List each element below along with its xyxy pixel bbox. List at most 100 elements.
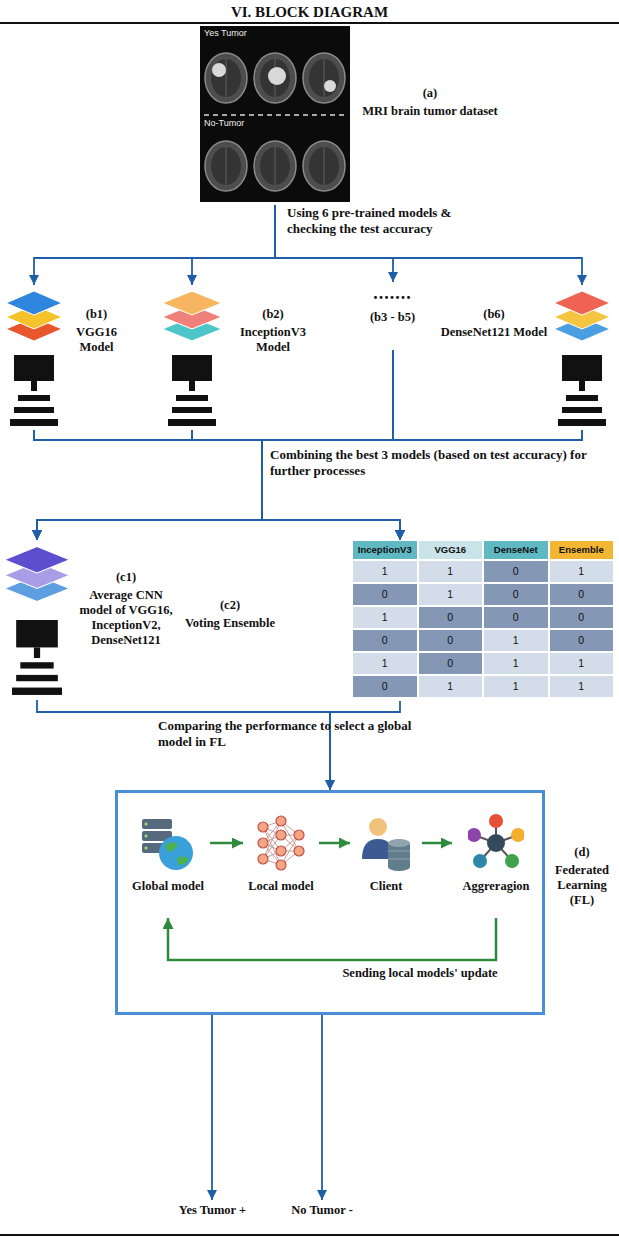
flow-arrow [211, 1015, 213, 1200]
table-cell: 1 [352, 652, 418, 675]
table-cell: 1 [352, 606, 418, 629]
flow-arrow [34, 430, 400, 540]
table-header-cell: DenseNet [483, 540, 549, 560]
icon-part [212, 63, 226, 77]
image-label: Yes Tumor [204, 28, 247, 39]
node-text: DenseNet121 Model [440, 325, 548, 340]
icon-part [260, 147, 290, 185]
node-heading: (b2) [228, 307, 318, 322]
icon-part [260, 59, 290, 97]
table-cell: 1 [418, 560, 484, 583]
diagram-title: VI. BLOCK DIAGRAM [0, 3, 619, 21]
voting-node: (c2)Voting EnsembleInceptionV3VGG16Dense… [180, 540, 616, 701]
icon-part [303, 53, 345, 103]
output-node: Yes Tumor + [160, 1200, 265, 1222]
icon-part [254, 141, 296, 191]
model-node: (b2) InceptionV3 Model [158, 285, 318, 430]
federated-learning-region: (d)Federated Learning (FL)Global modelLo… [115, 790, 545, 1015]
node-heading: (b6) [440, 307, 548, 322]
icon-part [558, 419, 606, 426]
table-cell: 0 [418, 652, 484, 675]
fl-step: Global model [126, 813, 210, 918]
icon-part [358, 813, 414, 873]
flow-note: Using 6 pre-trained models & checking th… [287, 205, 502, 237]
neural-net-icon [253, 813, 309, 873]
icon-part [303, 141, 345, 191]
table-cell: 1 [418, 675, 484, 698]
table-cell: 0 [418, 606, 484, 629]
ensemble-model-node: (c1)Average CNN model of VGG16, Inceptio… [2, 540, 178, 700]
icon-part [309, 59, 339, 97]
icon-part [211, 59, 241, 97]
computer-icon [12, 620, 62, 696]
node-heading: (c2) [180, 598, 280, 613]
layers-icon [2, 540, 72, 606]
icon-part [489, 814, 503, 828]
flow-arrow [262, 430, 582, 540]
icon-part [211, 147, 241, 185]
icon-part [275, 146, 276, 186]
icon-part [168, 355, 216, 427]
table-cell: 0 [352, 583, 418, 606]
dataset-node: (a)MRI brain tumor datasetYes TumorNo-Tu… [200, 26, 505, 205]
table-cell: 1 [549, 652, 615, 675]
icon-part [388, 839, 410, 847]
icon-part [487, 834, 505, 852]
icon-part [579, 381, 585, 391]
icon-part [145, 835, 148, 838]
icon-part [294, 830, 304, 840]
flow-arrow [37, 430, 262, 540]
fl-step: Local model [243, 813, 319, 918]
icon-part [205, 53, 247, 103]
icon-part [140, 813, 196, 873]
table-cell: 0 [549, 629, 615, 652]
node-heading: (b1) [64, 307, 129, 322]
mri-illustration [200, 26, 350, 202]
flow-arrow [192, 430, 400, 540]
flow-arrow [321, 1015, 323, 1200]
node-heading: ....... [345, 284, 440, 302]
computer-icon [10, 355, 58, 427]
icon-part [324, 80, 336, 92]
icon-part [369, 818, 387, 836]
node-text: Client [350, 879, 422, 894]
flow-arrow [34, 430, 262, 540]
top-rule [0, 22, 619, 24]
icon-part [168, 419, 216, 426]
icon-part [566, 395, 598, 401]
icon-part [511, 828, 524, 842]
icon-part [31, 381, 37, 391]
icon-part [200, 26, 350, 202]
table-header-cell: InceptionV3 [352, 540, 418, 560]
fl-flow-arrow [210, 842, 243, 845]
node-text: (b3 - b5) [345, 310, 440, 325]
icon-part [200, 26, 350, 202]
table-cell: 1 [483, 675, 549, 698]
icon-part [165, 842, 189, 865]
icon-part [258, 838, 268, 848]
icon-part [309, 147, 339, 185]
flow-arrow [34, 205, 275, 285]
icon-part [6, 291, 62, 315]
icon-part [145, 823, 148, 826]
icon-part [324, 58, 325, 98]
icon-part [388, 859, 410, 860]
icon-part [162, 291, 222, 315]
icon-part [189, 381, 195, 391]
flow-note: Combining the best 3 models (based on te… [270, 447, 615, 479]
icon-part [388, 851, 410, 852]
table-cell: 0 [352, 675, 418, 698]
icon-part [468, 813, 524, 873]
icon-part [204, 114, 346, 116]
node-text: InceptionV3 Model [228, 325, 318, 355]
image-label: No-Tumor [204, 118, 244, 129]
icon-part [4, 547, 69, 573]
icon-part [20, 662, 53, 668]
output-node: No Tumor - [272, 1200, 372, 1222]
model-node: (b1)VGG16 Model [4, 285, 129, 430]
icon-part [145, 847, 148, 850]
icon-part [324, 146, 325, 186]
icon-part [276, 846, 286, 856]
icon-part [562, 407, 602, 413]
